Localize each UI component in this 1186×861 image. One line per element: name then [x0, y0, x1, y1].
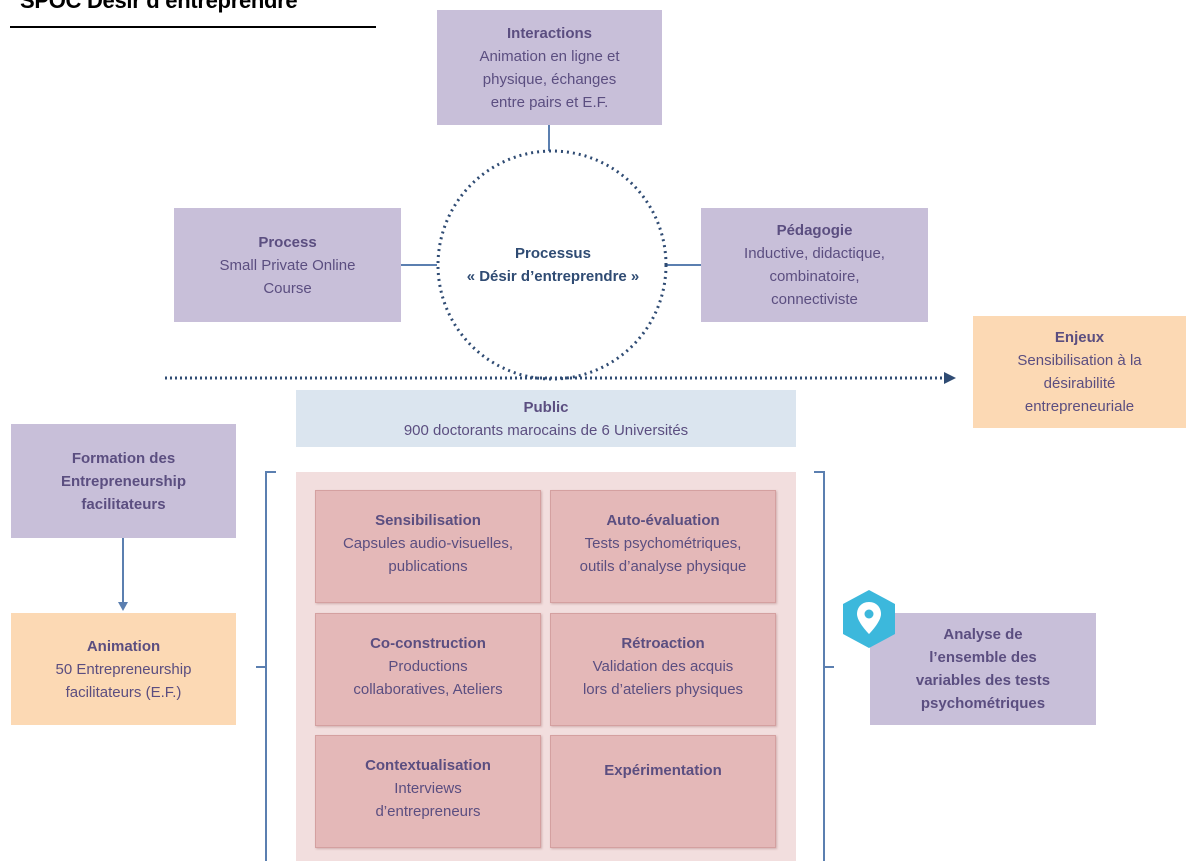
enjeux-box: Enjeux Sensibilisation à la désirabilité… — [973, 316, 1186, 428]
formation-arrowhead — [118, 602, 128, 611]
interactions-box: Interactions Animation en ligne et physi… — [437, 10, 662, 125]
analyse-line-1: Analyse de — [943, 626, 1023, 643]
animation-text-2: facilitateurs (E.F.) — [65, 683, 182, 701]
enjeux-text-3: entrepreneuriale — [1024, 398, 1135, 415]
analyse-line-3: variables des tests — [915, 672, 1051, 689]
module-text: Tests psychométriques, — [584, 535, 742, 552]
module-sensibilisation: Sensibilisation Capsules audio-visuelles… — [315, 490, 541, 603]
pedagogie-text-2: combinatoire, — [769, 268, 860, 285]
module-title: Sensibilisation — [375, 512, 481, 529]
circle-line-1: Processus — [515, 245, 591, 262]
enjeux-text-2: désirabilité — [1043, 375, 1116, 392]
process-title: Process — [258, 233, 317, 251]
module-contextualisation: Contextualisation Interviews d’entrepren… — [315, 735, 541, 848]
analyse-line-2: l’ensemble des — [929, 649, 1037, 666]
formation-line-1: Formation des — [71, 449, 176, 467]
process-circle — [436, 149, 668, 381]
analyse-box: Analyse de l’ensemble des variables des … — [870, 613, 1096, 725]
map-pin-icon — [843, 590, 895, 648]
module-co-construction: Co-construction Productions collaborativ… — [315, 613, 541, 726]
process-text-2: Course — [263, 279, 312, 297]
pedagogie-box: Pédagogie Inductive, didactique, combina… — [701, 208, 928, 322]
public-text: 900 doctorants marocains de 6 Université… — [403, 421, 689, 439]
animation-title: Animation — [86, 637, 161, 655]
pedagogie-title: Pédagogie — [776, 222, 853, 239]
animation-text-1: 50 Entrepreneurship — [55, 660, 192, 678]
circle-line-2: « Désir d’entreprendre » — [466, 268, 640, 285]
module-text: outils d’analyse physique — [579, 558, 747, 575]
pedagogie-text-3: connectiviste — [771, 291, 858, 308]
module-title: Contextualisation — [365, 757, 491, 774]
formation-box: Formation des Entrepreneurship facilitat… — [11, 424, 236, 538]
module-title: Rétroaction — [621, 635, 705, 652]
module-auto-evaluation: Auto-évaluation Tests psychométriques, o… — [550, 490, 776, 603]
animation-box: Animation 50 Entrepreneurship facilitate… — [11, 613, 236, 725]
module-experimentation: Expérimentation — [550, 735, 776, 848]
module-text: d’entrepreneurs — [375, 803, 481, 820]
module-text: Capsules audio-visuelles, — [342, 535, 514, 552]
process-text-1: Small Private Online — [219, 256, 356, 274]
timeline-arrowhead — [944, 372, 956, 384]
module-text: collaboratives, Ateliers — [353, 681, 503, 698]
interactions-text-1: Animation en ligne et — [479, 47, 620, 65]
public-box: Public 900 doctorants marocains de 6 Uni… — [296, 390, 796, 447]
right-bracket — [814, 471, 834, 861]
public-title: Public — [523, 398, 569, 416]
module-retroaction: Rétroaction Validation des acquis lors d… — [550, 613, 776, 726]
module-text: Productions — [388, 658, 468, 675]
module-title: Expérimentation — [604, 762, 722, 779]
module-text: Validation des acquis — [592, 658, 734, 675]
pedagogie-text-1: Inductive, didactique, — [744, 245, 885, 262]
interactions-text-2: physique, échanges — [482, 70, 617, 88]
process-circle-label: Processus « Désir d’entreprendre » — [440, 235, 666, 295]
enjeux-title: Enjeux — [1054, 329, 1105, 346]
interactions-title: Interactions — [506, 24, 593, 42]
analyse-line-4: psychométriques — [920, 695, 1046, 712]
module-text: Interviews — [394, 780, 462, 797]
module-text: lors d’ateliers physiques — [582, 681, 744, 698]
module-title: Auto-évaluation — [606, 512, 720, 529]
interactions-text-3: entre pairs et E.F. — [490, 93, 609, 111]
left-bracket — [256, 471, 276, 861]
module-title: Co-construction — [370, 635, 486, 652]
diagram-title: SPOC Désir d’entreprendre — [20, 0, 298, 13]
formation-line-3: facilitateurs — [81, 495, 166, 513]
module-text: publications — [388, 558, 468, 575]
formation-line-2: Entrepreneurship — [60, 472, 187, 490]
title-underline — [10, 26, 376, 28]
enjeux-text-1: Sensibilisation à la — [1017, 352, 1142, 369]
process-box: Process Small Private Online Course — [174, 208, 401, 322]
